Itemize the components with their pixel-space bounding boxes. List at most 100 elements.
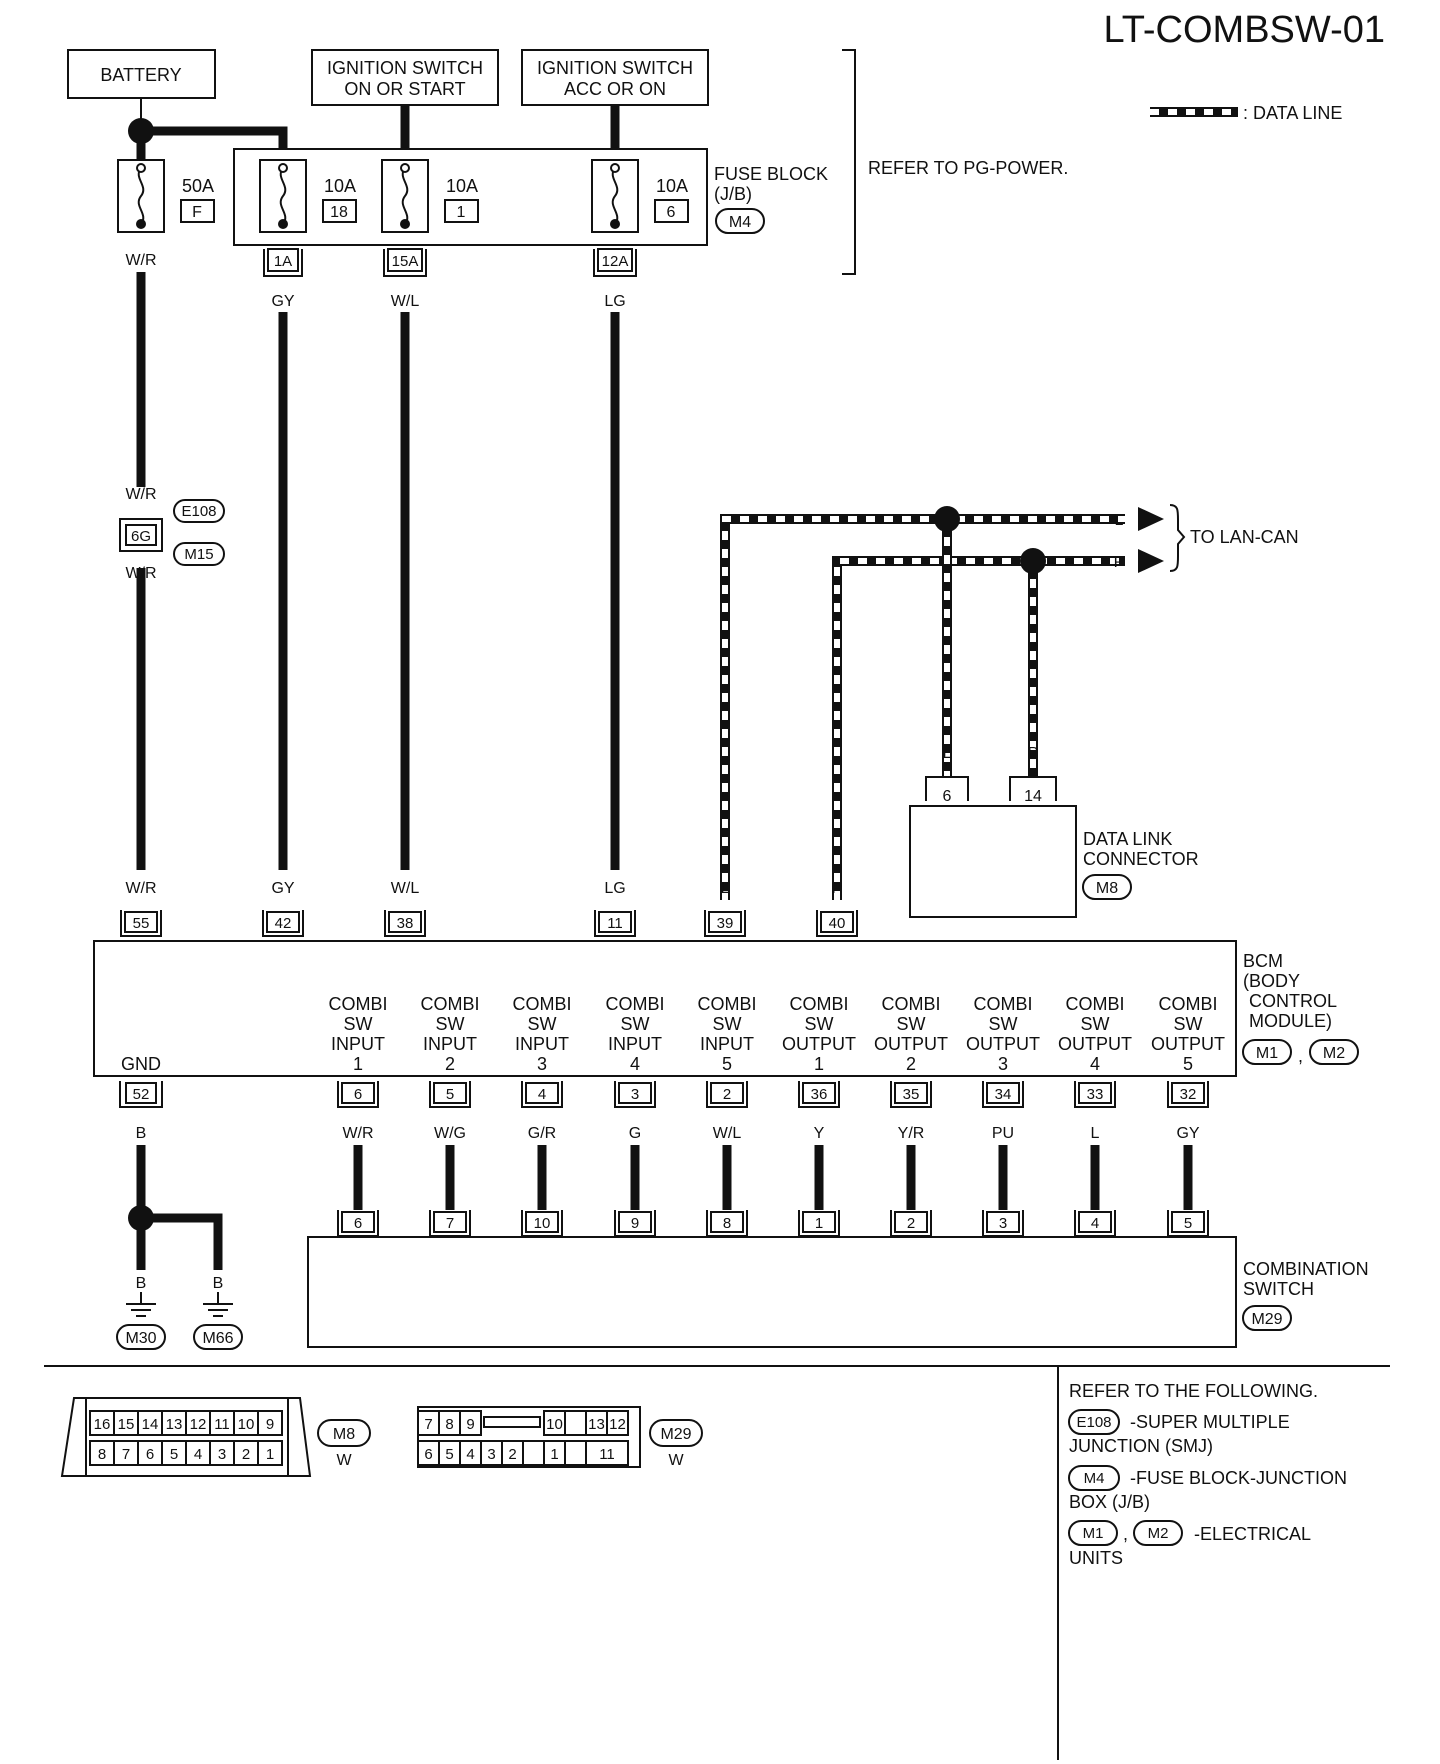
dlc-label-1: DATA LINK bbox=[1083, 829, 1172, 849]
fuse-block-label-2: (J/B) bbox=[714, 184, 752, 204]
bcm-bottom-pin: 5 bbox=[429, 1081, 471, 1108]
bcm-combi-terminal-label: INPUT bbox=[331, 1034, 385, 1054]
ground-conn-m30: M30 bbox=[125, 1330, 156, 1347]
bcm-bottom-pin: 3 bbox=[614, 1081, 656, 1108]
pin-number: 36 bbox=[811, 1086, 828, 1103]
ground-wire-label: B bbox=[136, 1125, 147, 1142]
wire-color-label: GY bbox=[271, 293, 294, 310]
switch-pin: 9 bbox=[614, 1210, 656, 1237]
bcm-combi-terminal-label: OUTPUT bbox=[1151, 1034, 1225, 1054]
refer-m1-conn: M1 bbox=[1083, 1525, 1104, 1542]
m8-top-cell: 9 bbox=[266, 1416, 274, 1433]
switch-pin: 10 bbox=[521, 1210, 563, 1237]
can-l-label: L bbox=[1115, 512, 1124, 529]
fuse-refer-text: REFER TO PG-POWER. bbox=[868, 158, 1068, 178]
diagram-title: LT-COMBSW-01 bbox=[1103, 9, 1385, 51]
bcm-top-pin: 38 bbox=[384, 910, 426, 937]
fuse-id-3: 1 bbox=[457, 204, 466, 221]
pin-number: 2 bbox=[907, 1215, 915, 1232]
to-lan-can-label: TO LAN-CAN bbox=[1190, 527, 1299, 547]
pin-number: 4 bbox=[1091, 1215, 1099, 1232]
m8-top-cell: 12 bbox=[190, 1416, 207, 1433]
m8-bottom-cell: 6 bbox=[146, 1446, 154, 1463]
pin-number: 6 bbox=[354, 1215, 362, 1232]
ignition-acc-on-box: IGNITION SWITCH ACC OR ON bbox=[521, 49, 709, 106]
fuse-amp-4: 10A bbox=[656, 176, 688, 196]
bcm-bottom-pin: 36 bbox=[798, 1081, 840, 1108]
pin-number: 10 bbox=[534, 1215, 551, 1232]
bcm-combi-terminal-label: INPUT bbox=[608, 1034, 662, 1054]
m8-bottom-cell: 3 bbox=[218, 1446, 226, 1463]
fuse-50a-f: 50A F bbox=[117, 159, 215, 233]
bcm-combi-terminal-label: COMBI bbox=[789, 994, 848, 1014]
bcm-top-wire-label: LG bbox=[604, 880, 625, 897]
bcm-bottom-pin: 2 bbox=[706, 1081, 748, 1108]
fuse-amp-2: 10A bbox=[324, 176, 356, 196]
joint-conn-m15: M15 bbox=[184, 546, 213, 563]
bcm-combi-terminal-label: INPUT bbox=[423, 1034, 477, 1054]
combi-wire-label: GY bbox=[1176, 1125, 1199, 1142]
fuse-amp-1: 50A bbox=[182, 176, 214, 196]
m29-top-cell: 8 bbox=[445, 1416, 453, 1433]
bcm-combi-terminal-label: INPUT bbox=[515, 1034, 569, 1054]
pin-number: 2 bbox=[723, 1086, 731, 1103]
joint-connector-6g: W/R 6G W/R E108 M15 bbox=[119, 486, 225, 582]
combi-wire-label: Y/R bbox=[898, 1125, 925, 1142]
bcm-combi-terminal-label: SW bbox=[713, 1014, 742, 1034]
can-data-lines: L P TO LAN-CAN bbox=[720, 504, 1299, 900]
bcm-bottom-pin: 33 bbox=[1074, 1081, 1116, 1108]
combination-switch-label-1: COMBINATION bbox=[1243, 1259, 1369, 1279]
fuse-10a-6: 10A 6 bbox=[591, 159, 689, 233]
switch-pin: 4 bbox=[1074, 1210, 1116, 1237]
battery-box: BATTERY bbox=[67, 49, 216, 99]
bcm-combi-terminal-label: INPUT bbox=[700, 1034, 754, 1054]
switch-pin: 5 bbox=[1167, 1210, 1209, 1237]
refer-m4-text-2: BOX (J/B) bbox=[1069, 1492, 1150, 1512]
bcm-combi-terminal-label: COMBI bbox=[1158, 994, 1217, 1014]
pin-number: 8 bbox=[723, 1215, 731, 1232]
bcm-combi-terminal-label: 2 bbox=[445, 1054, 455, 1074]
ignition-on-start-line2: ON OR START bbox=[344, 79, 465, 99]
bcm-top-pin: 42 bbox=[262, 910, 304, 937]
bcm-combi-terminal-label: COMBI bbox=[697, 994, 756, 1014]
m8-top-cell: 15 bbox=[118, 1416, 135, 1433]
bcm-top-pin: 55 bbox=[120, 910, 162, 937]
refer-e108-text-1: -SUPER MULTIPLE bbox=[1130, 1412, 1290, 1432]
dlc-pin-l: 6 bbox=[943, 788, 952, 805]
bcm-combi-terminal-label: 5 bbox=[1183, 1054, 1193, 1074]
m8-face-id: M8 bbox=[333, 1426, 355, 1443]
bcm-combi-terminal-label: 1 bbox=[353, 1054, 363, 1074]
combi-wire-label: G bbox=[629, 1125, 641, 1142]
pin-number: 55 bbox=[133, 915, 150, 932]
dlc-conn: M8 bbox=[1096, 880, 1118, 897]
pin-number: 4 bbox=[538, 1086, 546, 1103]
m29-bottom-cell: 2 bbox=[508, 1446, 516, 1463]
combi-wire-label: L bbox=[1091, 1125, 1100, 1142]
switch-pin: 3 bbox=[982, 1210, 1024, 1237]
refer-heading: REFER TO THE FOLLOWING. bbox=[1069, 1381, 1318, 1401]
m29-top-cell: 13 bbox=[588, 1416, 605, 1433]
switch-pin: 1 bbox=[798, 1210, 840, 1237]
bcm-combi-terminal-label: SW bbox=[621, 1014, 650, 1034]
fuse-pin-label: 15A bbox=[392, 253, 419, 270]
m29-face-id: M29 bbox=[660, 1426, 691, 1443]
m8-bottom-cell: 7 bbox=[122, 1446, 130, 1463]
bcm-combi-terminal-label: COMBI bbox=[328, 994, 387, 1014]
combination-switch-conn: M29 bbox=[1251, 1311, 1282, 1328]
m8-bottom-cell: 2 bbox=[242, 1446, 250, 1463]
joint-wire-above: W/R bbox=[125, 486, 156, 503]
fuse-pin-15a: 15A bbox=[383, 248, 427, 277]
joint-conn-e108: E108 bbox=[181, 503, 216, 520]
m8-top-cell: 13 bbox=[166, 1416, 183, 1433]
bcm-combi-terminal-label: 1 bbox=[814, 1054, 824, 1074]
fuse-block-label-1: FUSE BLOCK bbox=[714, 164, 828, 184]
can-p-label: P bbox=[1114, 554, 1125, 571]
pin-number: 6 bbox=[354, 1086, 362, 1103]
ignition-on-start-line1: IGNITION SWITCH bbox=[327, 58, 483, 78]
switch-pin: 8 bbox=[706, 1210, 748, 1237]
bcm-top-pin: 39 bbox=[704, 910, 746, 937]
switch-pin: 2 bbox=[890, 1210, 932, 1237]
bcm-label-2: (BODY bbox=[1243, 971, 1300, 991]
